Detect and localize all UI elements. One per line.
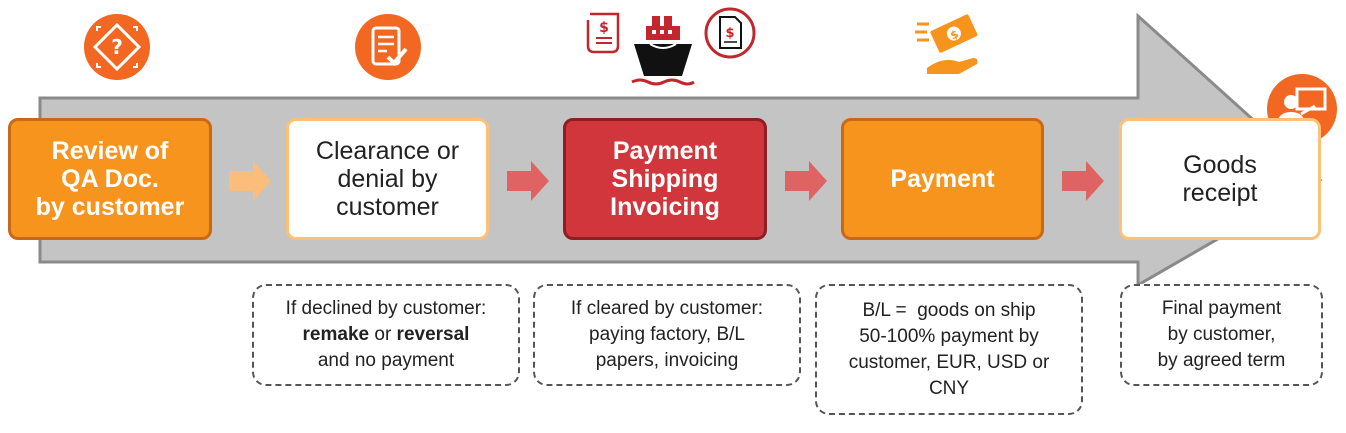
note-line: papers, invoicing (595, 350, 739, 371)
note-bold-remake: remake (302, 324, 370, 345)
step-payment: Payment (841, 118, 1044, 240)
note-final-payment: Final payment by customer, by agreed ter… (1120, 284, 1323, 386)
note-line: customer, EUR, USD or (848, 351, 1050, 373)
step-clearance-or-denial: Clearance or denial by customer (286, 118, 489, 240)
note-line: remake or reversal (303, 322, 470, 348)
money-hand-icon: $ (915, 14, 978, 74)
note-bl-payment: B/L = goods on ship 50-100% payment by c… (815, 284, 1083, 415)
note-line: If cleared by customer: (570, 298, 764, 319)
note-line: B/L = goods on ship (862, 299, 1036, 321)
question-diamond-icon: ? (84, 14, 150, 80)
step-payment-shipping-invoicing: Payment Shipping Invoicing (563, 118, 767, 240)
note-line: Final payment (1161, 298, 1282, 319)
note-bold-reversal: reversal (396, 324, 470, 345)
cargo-ship-icon (631, 16, 695, 86)
note-line: and no payment (317, 350, 455, 371)
note-line: by agreed term (1157, 350, 1286, 371)
bill-receipt-icon: $ (586, 12, 620, 54)
step-review-qa-doc: Review of QA Doc. by customer (8, 118, 212, 240)
checklist-icon (355, 14, 421, 80)
note-declined: If declined by customer: remake or rever… (252, 284, 520, 386)
svg-text:$: $ (725, 26, 734, 41)
note-line: CNY (928, 377, 970, 399)
flow-arrow-icon (785, 161, 827, 201)
flow-arrow-icon (1062, 161, 1104, 201)
note-cleared: If cleared by customer: paying factory, … (533, 284, 801, 386)
note-line: If declined by customer: (285, 298, 487, 319)
note-line: paying factory, B/L (589, 324, 745, 345)
invoice-document-icon: $ (704, 7, 756, 59)
svg-text:$: $ (599, 20, 609, 36)
svg-text:?: ? (111, 35, 123, 59)
flow-arrow-icon (507, 161, 549, 201)
flow-arrow-icon (229, 161, 271, 201)
note-line: by customer, (1167, 324, 1276, 345)
step-goods-receipt: Goods receipt (1119, 118, 1321, 240)
note-connector: or (369, 324, 397, 345)
note-line: 50-100% payment by (859, 325, 1039, 347)
